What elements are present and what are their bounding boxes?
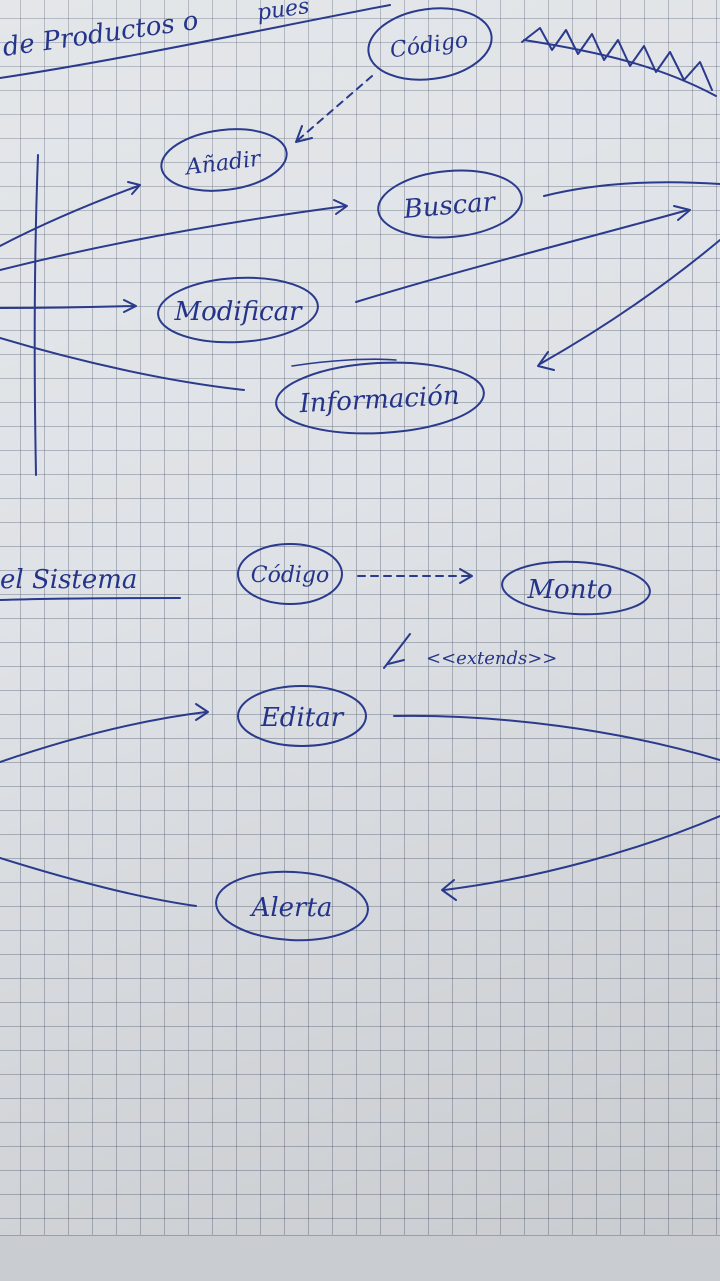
arrowhead (127, 181, 141, 195)
extends-stereotype: <<extends>> (383, 633, 557, 669)
label: Editar (260, 703, 345, 733)
use-case-codigo-top: Código (367, 7, 493, 81)
use-case-editar: Editar (237, 685, 367, 747)
use-case-informacion: Información (275, 361, 485, 435)
label: Alerta (250, 893, 333, 923)
line-right-informacion (539, 239, 720, 365)
arrowhead (123, 299, 137, 313)
line-editar-right (393, 714, 720, 761)
arrowhead (195, 703, 209, 721)
top-heading: de Productos o pues (0, 0, 391, 79)
system-boundary-line (33, 154, 39, 476)
actor-line-anadir (0, 185, 139, 247)
scribble-line (523, 39, 717, 97)
label: Modificar (173, 297, 303, 327)
informacion-top-stroke (291, 358, 397, 367)
actor-line-alerta (0, 857, 197, 907)
use-case-buscar: Buscar (377, 169, 523, 239)
ellipse (237, 685, 367, 747)
actor-line-informacion (0, 337, 245, 391)
ellipse (275, 361, 485, 435)
section-label-underline (0, 597, 181, 601)
section-label-text: el Sistema (0, 565, 137, 595)
arrowhead (295, 125, 313, 143)
label: Buscar (401, 187, 498, 225)
ellipse (377, 169, 523, 239)
arrowhead (333, 199, 348, 215)
use-case-anadir: Añadir (160, 128, 288, 192)
arrowhead (441, 879, 457, 901)
heading-text: de Productos o (1, 6, 200, 63)
actor-line-buscar (0, 205, 347, 271)
use-case-codigo-mid: Código (237, 543, 343, 605)
heading-underline (0, 4, 391, 79)
ellipse (160, 128, 288, 192)
ellipse (501, 560, 651, 616)
notebook-bottom-edge (0, 1235, 720, 1281)
ellipse (237, 543, 343, 605)
use-case-modificar: Modificar (157, 276, 319, 344)
label: Código (388, 28, 469, 64)
ellipse (215, 870, 369, 942)
ellipse (367, 7, 493, 81)
label: Información (298, 381, 461, 419)
label: Monto (526, 575, 612, 605)
stereotype-text: <<extends>> (426, 648, 557, 669)
include-arrow-codigo-anadir (297, 75, 373, 141)
arrowhead (459, 568, 473, 584)
arrowhead (673, 205, 691, 221)
use-case-alerta: Alerta (215, 870, 369, 942)
section-label: el Sistema (0, 565, 181, 601)
scribble-crossout (521, 27, 713, 91)
actor-line-modificar (0, 305, 135, 309)
label: Código (251, 563, 330, 588)
actor-line-editar (0, 711, 207, 763)
line-right-alerta (443, 815, 720, 891)
stereotype-tick-mark (383, 633, 411, 669)
ellipse (157, 276, 319, 344)
use-case-monto: Monto (501, 560, 651, 616)
arrowhead (537, 351, 555, 371)
label: Añadir (183, 146, 264, 180)
line-buscar-right (543, 181, 720, 197)
line-modificar-right (355, 209, 689, 303)
